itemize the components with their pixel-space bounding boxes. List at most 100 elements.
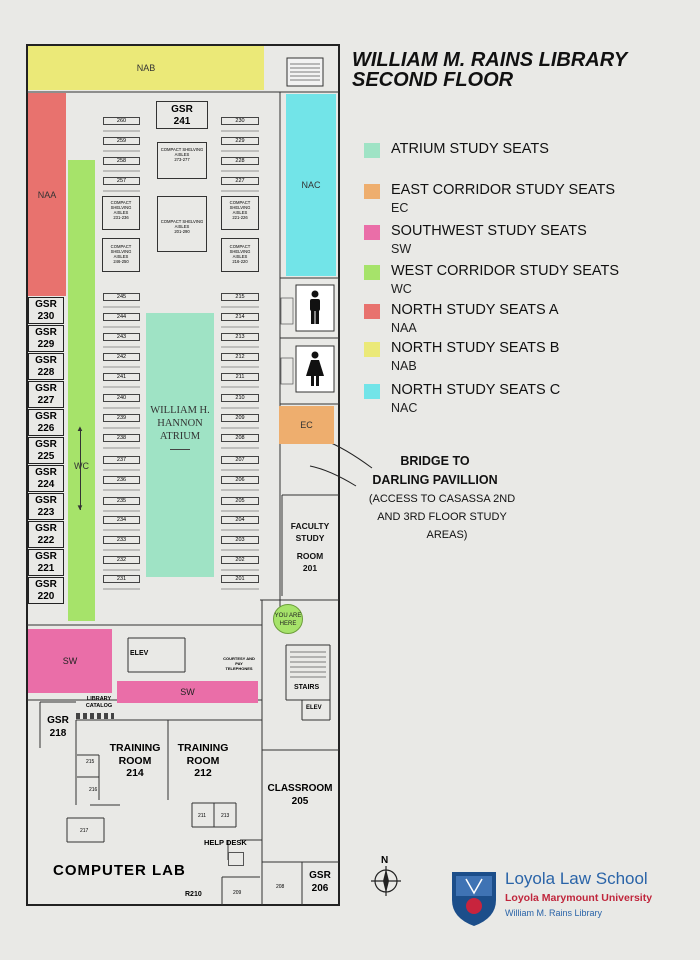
zone-sw-1: SW — [28, 629, 112, 693]
help-desk-counter — [228, 852, 244, 866]
compass-north-label: N — [381, 855, 389, 866]
row-label-left: 234 — [103, 516, 140, 524]
logo-library: William M. Rains Library — [505, 908, 603, 918]
legend-label: ATRIUM STUDY SEATS — [391, 141, 549, 157]
legend-code: NAB — [391, 359, 417, 373]
row-label-left: 257 — [103, 177, 140, 185]
room-211: 211 — [198, 813, 206, 819]
zone-nab: NAB — [28, 46, 264, 90]
legend-code: WC — [391, 282, 412, 296]
row-label-right: 228 — [221, 157, 259, 165]
row-label-left: 260 — [103, 117, 140, 125]
legend-label: SOUTHWEST STUDY SEATS — [391, 223, 587, 239]
row-label-right: 229 — [221, 137, 259, 145]
row-label-left: 237 — [103, 456, 140, 464]
legend-swatch — [364, 384, 380, 399]
room-215: 215 — [86, 759, 95, 765]
row-label-left: 232 — [103, 556, 140, 564]
zone-sw-2: SW — [117, 681, 258, 703]
logo-university: Loyola Marymount University — [505, 892, 653, 904]
row-label-left: 242 — [103, 353, 140, 361]
row-label-right: 209 — [221, 414, 259, 422]
row-label-right: 204 — [221, 516, 259, 524]
row-label-left: 235 — [103, 497, 140, 505]
row-label-left: 245 — [103, 293, 140, 301]
row-label-right: 214 — [221, 313, 259, 321]
row-label-right: 215 — [221, 293, 259, 301]
legend-swatch — [364, 265, 380, 280]
legend-swatch — [364, 143, 380, 158]
building-outline — [26, 44, 340, 906]
zone-nac: NAC — [286, 94, 336, 276]
room-208: 208 — [276, 884, 285, 890]
room-216: 216 — [89, 787, 98, 793]
computer-lab: COMPUTER LAB — [53, 862, 186, 879]
compass — [371, 866, 401, 896]
legend-code: SW — [391, 242, 412, 256]
zone-wc — [68, 160, 95, 621]
row-label-left: 236 — [103, 476, 140, 484]
row-label-right: 207 — [221, 456, 259, 464]
row-label-left: 231 — [103, 575, 140, 583]
row-label-right: 213 — [221, 333, 259, 341]
row-label-right: 201 — [221, 575, 259, 583]
logo-name: Loyola Law School — [505, 869, 648, 888]
legend-label: NORTH STUDY SEATS A — [391, 302, 559, 318]
legend-label: NORTH STUDY SEATS C — [391, 382, 561, 398]
zone-ec: EC — [279, 406, 334, 444]
women-icon — [306, 351, 324, 386]
stairs-label: STAIRS — [294, 684, 320, 691]
bridge-label: BRIDGE TO DARLING PAVILLION — [372, 454, 498, 487]
row-label-left: 241 — [103, 373, 140, 381]
restroom-women — [279, 337, 340, 405]
room-r210: R210 — [185, 891, 202, 898]
row-label-left: 243 — [103, 333, 140, 341]
zone-nab-label: NAB — [136, 63, 156, 73]
zone-naa: NAA — [28, 93, 66, 296]
row-label-left: 240 — [103, 394, 140, 402]
legend-code: NAA — [391, 321, 417, 335]
atrium-label: WILLIAM H. HANNON ATRIUM — [146, 404, 214, 450]
you-are-here-marker: YOU ARE HERE — [273, 604, 303, 634]
wc-arrow-up: ▲ — [76, 424, 84, 433]
row-label-right: 230 — [221, 117, 259, 125]
zone-wc-label: WC — [74, 461, 89, 471]
legend-swatch — [364, 184, 380, 199]
bridge-note: (ACCESS TO CASASSA 2ND AND 3RD FLOOR STU… — [368, 493, 516, 541]
elevator-east: ELEV — [306, 705, 322, 711]
row-label-right: 206 — [221, 476, 259, 484]
men-icon — [310, 290, 320, 324]
legend-code: EC — [391, 201, 409, 215]
row-label-right: 211 — [221, 373, 259, 381]
legend-swatch — [364, 342, 380, 357]
row-label-right: 205 — [221, 497, 259, 505]
legend-label: NORTH STUDY SEATS B — [391, 340, 560, 356]
row-label-left: 239 — [103, 414, 140, 422]
row-label-left: 233 — [103, 536, 140, 544]
wc-arrow-down: ▼ — [76, 503, 84, 512]
row-label-right: 212 — [221, 353, 259, 361]
wc-arrow — [80, 428, 81, 510]
legend-swatch — [364, 304, 380, 319]
zone-naa-label: NAA — [37, 189, 57, 200]
zone-nac-label: NAC — [301, 180, 321, 190]
